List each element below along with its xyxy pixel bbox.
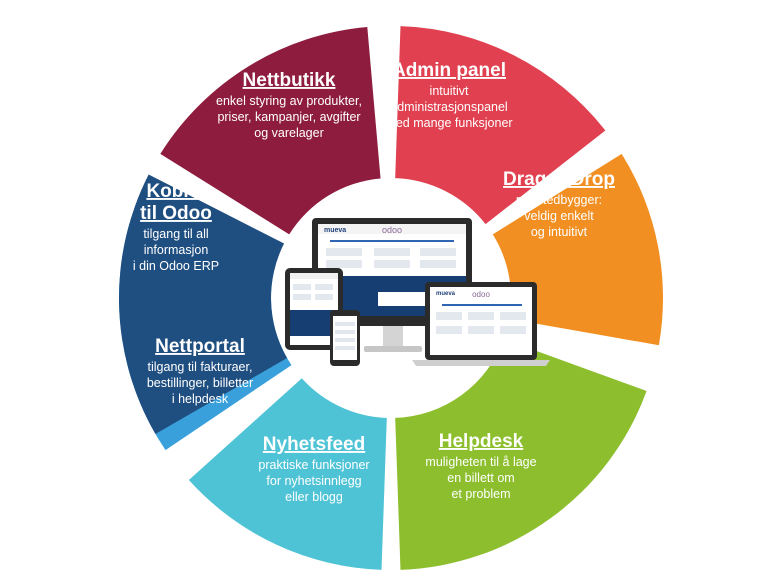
segment-title-nettbutikk: Nettbutikk (243, 70, 336, 91)
segment-title-nettportal: Nettportal (155, 336, 245, 357)
desktop-brand-odoo: odoo (382, 225, 402, 235)
laptop-icon: mueva odoo (412, 282, 550, 366)
segment-desc-nyhetsfeed: eller blogg (285, 490, 343, 504)
segment-nyhetsfeed (188, 378, 387, 570)
segment-desc-dragdrop: og intuitivt (531, 225, 588, 239)
segment-title-odoo: Koblet (146, 181, 206, 202)
segment-title-odoo: til Odoo (140, 203, 212, 224)
desktop-brand-mueva: mueva (324, 227, 346, 234)
devices-illustration: mueva odoo (285, 218, 550, 366)
laptop-brand-odoo: odoo (472, 290, 490, 299)
segment-title-nyhetsfeed: Nyhetsfeed (263, 434, 365, 455)
segment-label-dragdrop: Drag & Drop nettstedbygger: veldig enkelt o… (503, 169, 615, 239)
segment-desc-helpdesk: et problem (451, 487, 510, 501)
segment-label-nettportal: Nettportal tilgang til fakturaer, bestilli… (147, 336, 253, 406)
wheel-labels: Nettbutikk enkel styring av produkter, pri… (133, 60, 615, 504)
segment-desc-dragdrop: nettstedbygger: (516, 193, 602, 207)
segment-desc-admin: med mange funksjoner (385, 116, 512, 130)
segment-desc-nettportal: tilgang til fakturaer, (148, 360, 253, 374)
segment-desc-nettportal: bestillinger, billetter (147, 376, 253, 390)
segment-desc-dragdrop: veldig enkelt (524, 209, 594, 223)
segment-desc-nettportal: i helpdesk (172, 392, 229, 406)
segment-label-admin: Admin panel intuitivt administrasjonspanel… (385, 60, 512, 130)
phone-icon (330, 310, 360, 366)
segment-nettbutikk (160, 27, 381, 235)
segment-admin (395, 26, 606, 225)
segment-title-admin: Admin panel (392, 60, 506, 81)
wheel-segments (118, 26, 663, 570)
segment-desc-nettbutikk: og varelager (254, 126, 324, 140)
segment-desc-helpdesk: muligheten til å lage (425, 455, 536, 469)
segment-desc-nyhetsfeed: praktiske funksjoner (258, 458, 369, 472)
segment-desc-nettbutikk: enkel styring av produkter, (216, 94, 362, 108)
segment-label-nyhetsfeed: Nyhetsfeed praktiske funksjoner for nyhets… (258, 434, 369, 504)
segment-odoo (118, 174, 288, 434)
segment-desc-helpdesk: en billett om (447, 471, 514, 485)
segment-desc-admin: administrasjonspanel (390, 100, 507, 114)
segment-helpdesk (395, 339, 647, 570)
laptop-brand-mueva: mueva (436, 291, 456, 297)
segment-title-dragdrop: Drag & Drop (503, 169, 615, 190)
segment-title-helpdesk: Helpdesk (439, 431, 524, 452)
segment-desc-admin: intuitivt (430, 84, 469, 98)
segment-label-nettbutikk: Nettbutikk enkel styring av produkter, pri… (216, 70, 362, 140)
segment-label-helpdesk: Helpdesk muligheten til å lage en billett … (425, 431, 536, 501)
segment-desc-nyhetsfeed: for nyhetsinnlegg (266, 474, 361, 488)
segment-desc-odoo: i din Odoo ERP (133, 259, 219, 273)
segment-desc-odoo: tilgang til all (143, 227, 208, 241)
segment-desc-odoo: informasjon (144, 243, 209, 257)
segment-desc-nettbutikk: priser, kampanjer, avgifter (217, 110, 360, 124)
